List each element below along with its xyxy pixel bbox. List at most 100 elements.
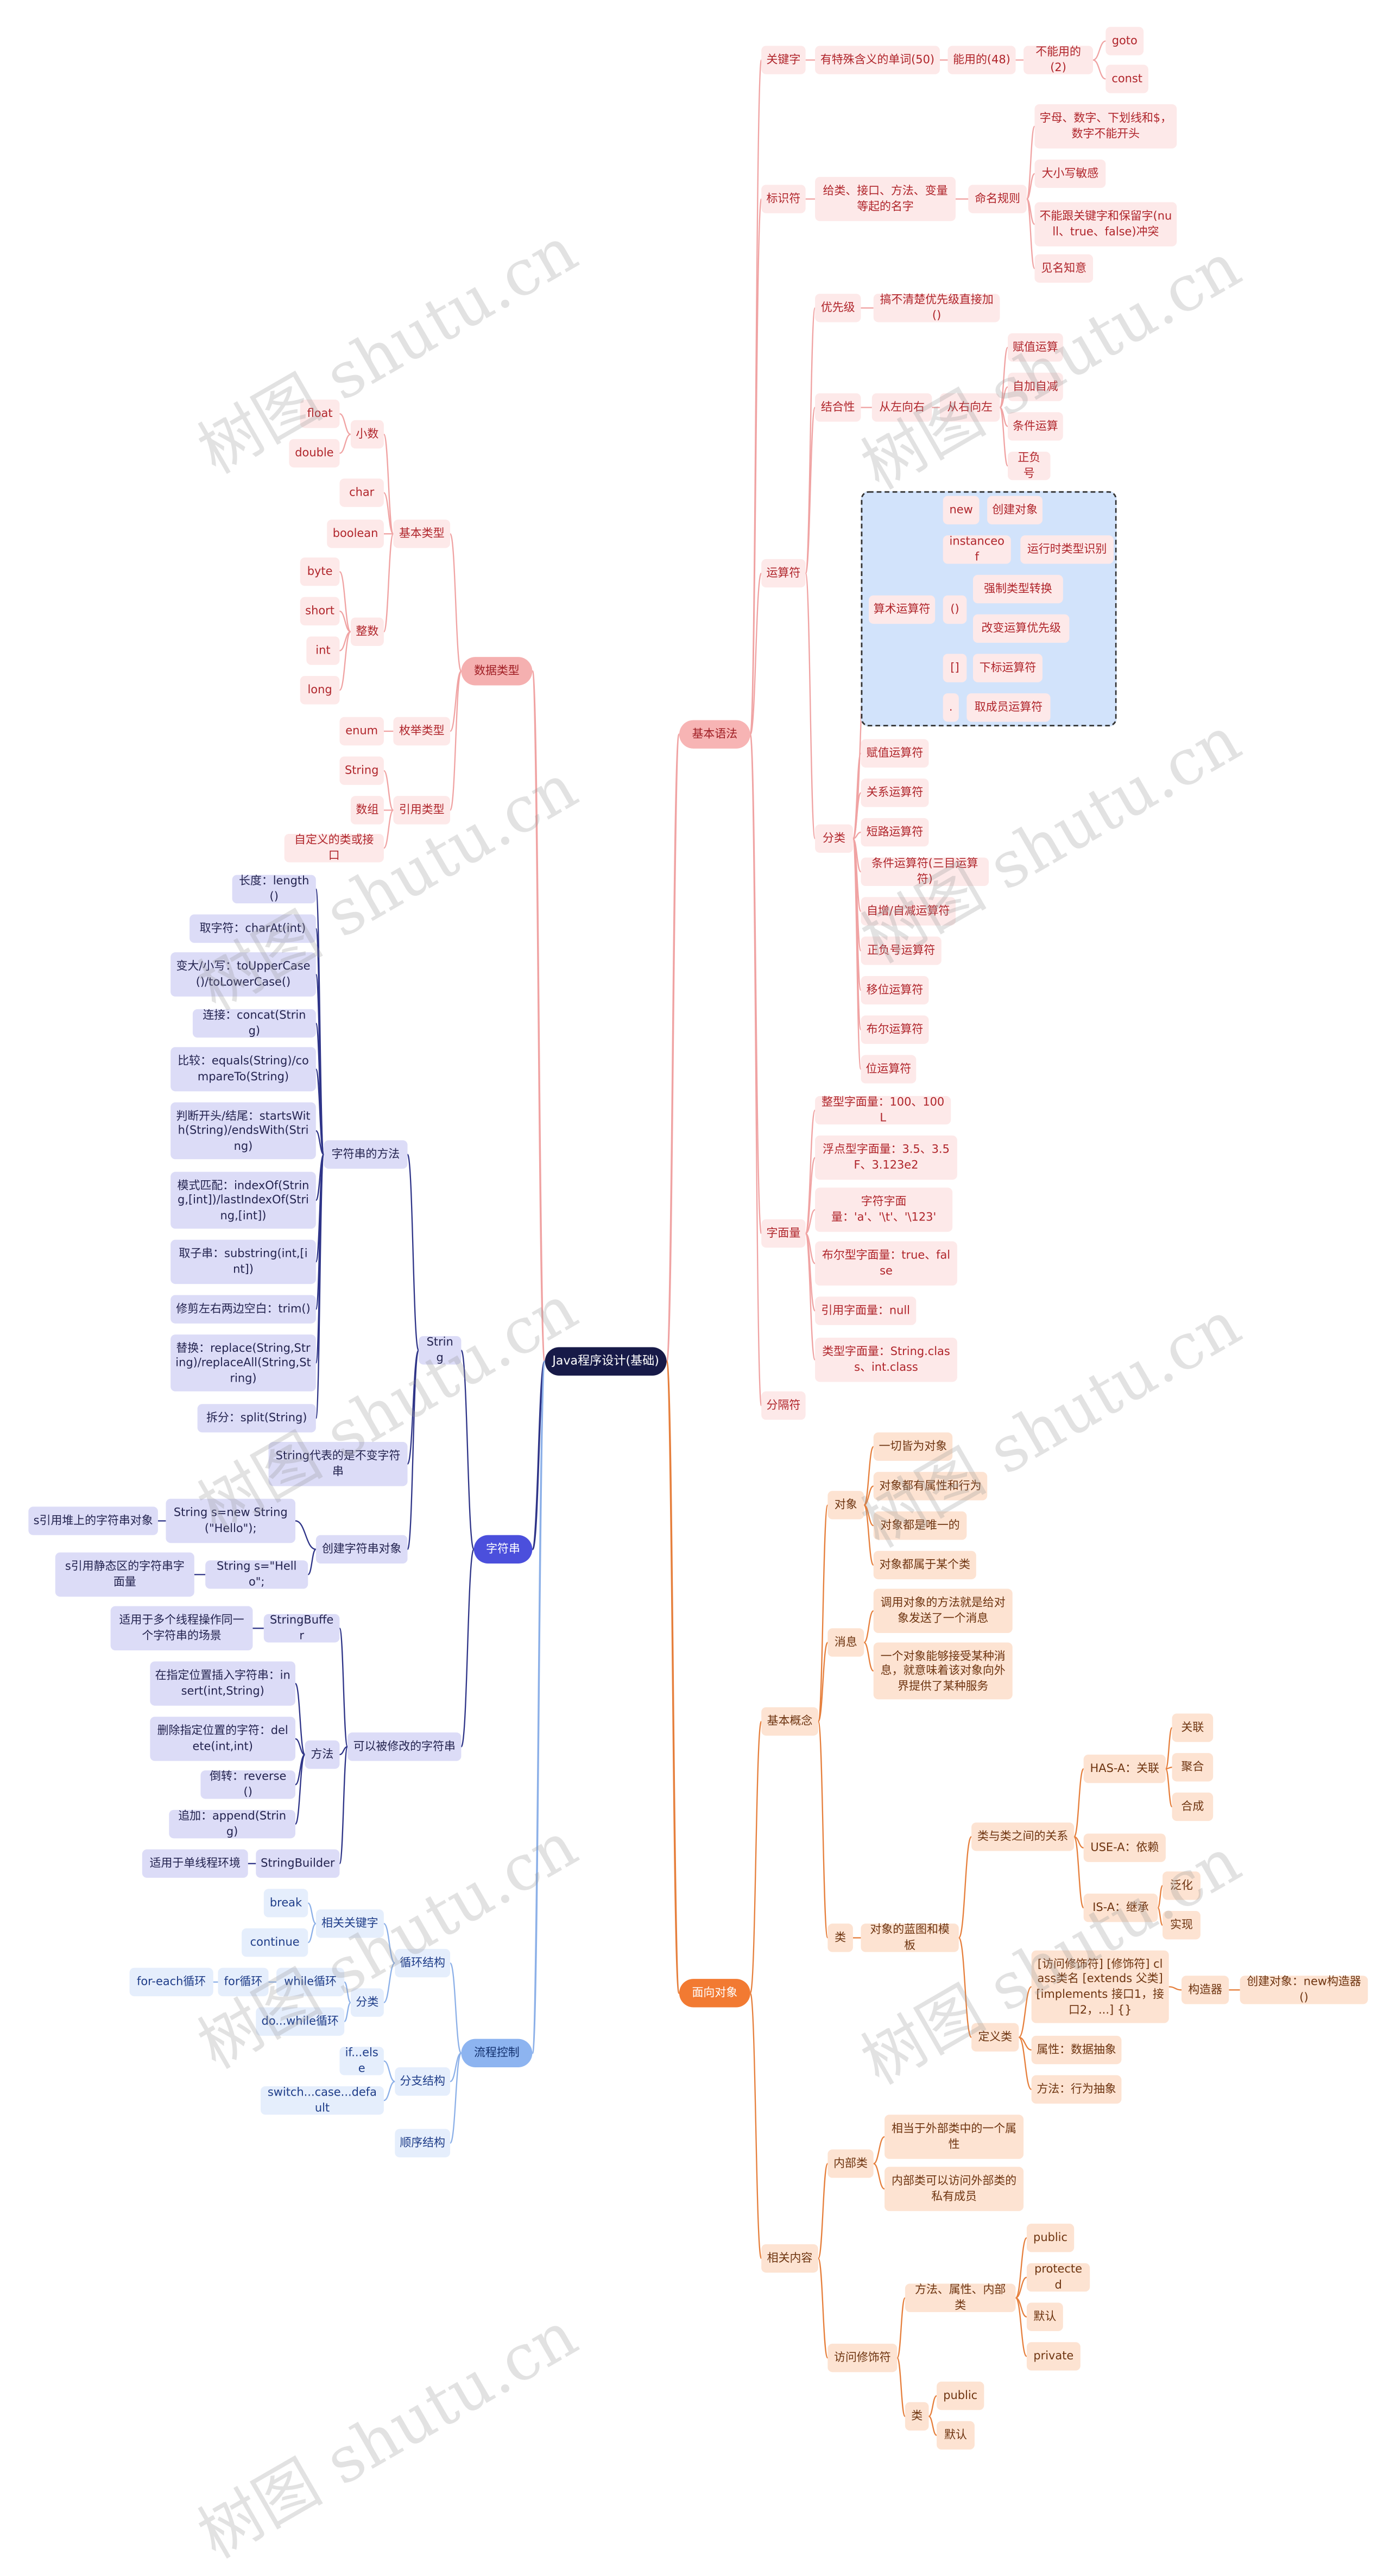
node-basic-op5[interactable]: 自增/自减运算符 [861, 897, 956, 926]
node-str-m4[interactable]: 连接：concat(String) [192, 1008, 316, 1037]
node-oo-message[interactable]: 消息 [827, 1628, 864, 1657]
node-str-m3[interactable]: 变大/小写：toUpperCase()/toLowerCase() [170, 953, 316, 996]
node-str-create[interactable]: 创建字符串对象 [315, 1535, 408, 1564]
node-str-sm1[interactable]: 在指定位置插入字符串：insert(int,String) [150, 1662, 296, 1705]
node-flow-title-topic[interactable]: 流程控制 [461, 2039, 533, 2067]
node-str-c1[interactable]: String s=new String("Hello"); [166, 1499, 296, 1542]
node-basic-title-topic[interactable]: 基本语法 [679, 720, 750, 749]
node-basic-priority[interactable]: 优先级 [815, 294, 861, 322]
node-str-methods[interactable]: 字符串的方法 [324, 1140, 408, 1169]
node-str-sbuffer-desc[interactable]: 适用于多个线程操作同一个字符串的场景 [110, 1606, 253, 1650]
node-basic-lit6[interactable]: 类型字面量：String.class、int.class [815, 1338, 957, 1382]
node-oo-obj1[interactable]: 一切皆为对象 [873, 1433, 953, 1461]
node-oo-msg1[interactable]: 调用对象的方法就是给对象发送了一个消息 [873, 1589, 1013, 1632]
node-oo-class[interactable]: 类 [827, 1923, 853, 1952]
node-str-m11[interactable]: 拆分：split(String) [197, 1404, 316, 1432]
node-oo-attr[interactable]: 属性：数据抽象 [1031, 2036, 1122, 2064]
node-str-sm2[interactable]: 删除指定位置的字符：delete(int,int) [150, 1717, 296, 1761]
node-str-c2-desc[interactable]: s引用静态区的字符串字面量 [55, 1553, 194, 1596]
node-oo-ctor-desc[interactable]: 创建对象：new构造器() [1240, 1975, 1368, 2004]
node-basic-kw-usable[interactable]: 能用的(48) [947, 46, 1016, 74]
node-dt-char[interactable]: char [339, 479, 384, 507]
node-str-sm3[interactable]: 倒转：reverse() [200, 1769, 296, 1799]
node-str-m10[interactable]: 替换：replace(String,String)/replaceAll(Str… [170, 1334, 316, 1393]
node-oo-rel-assoc[interactable]: 关联 [1172, 1713, 1214, 1742]
node-oo-m-protected[interactable]: protected [1026, 2262, 1090, 2292]
node-oo-syntax[interactable]: [访问修饰符] [修饰符] class类名 [extends 父类] [impl… [1031, 1950, 1169, 2024]
node-oo-title-topic[interactable]: 面向对象 [679, 1979, 750, 2007]
node-str-m7[interactable]: 模式匹配：indexOf(String,[int])/lastIndexOf(S… [170, 1171, 316, 1230]
node-flow-continue[interactable]: continue [242, 1928, 308, 1957]
node-str-sbuffer[interactable]: StringBuffer [263, 1613, 340, 1642]
node-basic-separator[interactable]: 分隔符 [761, 1391, 806, 1420]
node-basic-keyword[interactable]: 关键字 [761, 46, 806, 74]
node-str-string[interactable]: String [418, 1335, 462, 1364]
node-oo-isa[interactable]: IS-A：继承 [1083, 1894, 1158, 1922]
node-str-title-topic[interactable]: 字符串 [473, 1535, 533, 1564]
node-str-smethods[interactable]: 方法 [305, 1740, 340, 1769]
node-oo-related[interactable]: 相关内容 [761, 2244, 818, 2273]
node-basic-op7[interactable]: 移位运算符 [861, 976, 929, 1004]
node-oo-concept[interactable]: 基本概念 [761, 1707, 818, 1736]
node-str-sbuilder-desc[interactable]: 适用于单线程环境 [142, 1850, 248, 1878]
node-flow-category[interactable]: 分类 [350, 1989, 384, 2017]
node-basic-operator[interactable]: 运算符 [761, 559, 806, 587]
node-str-sbuilder[interactable]: StringBuilder [256, 1850, 340, 1878]
node-basic-rtl2[interactable]: 自加自减 [1008, 373, 1063, 401]
node-oo-generalize[interactable]: 泛化 [1162, 1871, 1201, 1900]
node-str-sm4[interactable]: 追加：append(String) [169, 1809, 296, 1838]
node-flow-dowhile[interactable]: do...while循环 [256, 2008, 345, 2036]
node-oo-obj4[interactable]: 对象都属于某个类 [873, 1551, 976, 1579]
node-basic-lit4[interactable]: 布尔型字面量：true、false [815, 1242, 957, 1285]
node-basic-op2[interactable]: 关系运算符 [861, 779, 929, 807]
node-basic-rule3[interactable]: 不能跟关键字和保留字(null、true、false)冲突 [1034, 202, 1177, 246]
node-oo-define[interactable]: 定义类 [971, 2023, 1019, 2052]
root-topic[interactable]: Java程序设计(基础) [545, 1347, 667, 1376]
node-str-c2[interactable]: String s="Hello"; [205, 1559, 308, 1589]
node-basic-new[interactable]: new [943, 496, 980, 524]
node-flow-keywords[interactable]: 相关关键字 [315, 1909, 384, 1938]
node-basic-op4[interactable]: 条件运算符(三目运算符) [861, 857, 989, 886]
node-oo-ctor[interactable]: 构造器 [1182, 1976, 1229, 2004]
node-basic-op1[interactable]: 赋值运算符 [861, 739, 929, 768]
node-oo-inner1[interactable]: 相当于外部类中的一个属性 [884, 2115, 1024, 2159]
node-dt-short[interactable]: short [300, 597, 340, 625]
node-dt-int[interactable]: int [306, 636, 340, 665]
node-str-m9[interactable]: 修剪左右两边空白：trim() [170, 1295, 316, 1324]
node-oo-usea[interactable]: USE-A：依赖 [1083, 1834, 1166, 1862]
node-basic-bracket[interactable]: [] [943, 654, 967, 682]
node-str-m2[interactable]: 取字符：charAt(int) [189, 914, 316, 943]
node-basic-bracket-desc[interactable]: 下标运算符 [973, 654, 1043, 682]
node-flow-sequence[interactable]: 顺序结构 [395, 2129, 451, 2157]
node-dt-integer[interactable]: 整数 [350, 618, 384, 646]
node-basic-rule1[interactable]: 字母、数字、下划线和$，数字不能开头 [1034, 105, 1177, 148]
node-dt-primitive[interactable]: 基本类型 [393, 520, 451, 548]
node-str-mutable[interactable]: 可以被修改的字符串 [348, 1732, 462, 1761]
node-basic-lit3[interactable]: 字符字面量：'a'、'\t'、'\123' [815, 1188, 953, 1231]
node-basic-id-desc[interactable]: 给类、接口、方法、变量等起的名字 [815, 177, 956, 221]
node-basic-rtl4[interactable]: 正负号 [1008, 451, 1051, 480]
node-str-m6[interactable]: 判断开头/结尾：startsWith(String)/endsWith(Stri… [170, 1102, 316, 1160]
node-basic-arith[interactable]: 算术运算符 [869, 596, 936, 624]
node-dt-enumtype[interactable]: 枚举类型 [393, 717, 451, 745]
node-basic-op8[interactable]: 布尔运算符 [861, 1016, 929, 1044]
node-basic-naming[interactable]: 命名规则 [968, 185, 1027, 213]
node-basic-const[interactable]: const [1105, 65, 1148, 93]
node-oo-access[interactable]: 访问修饰符 [827, 2344, 898, 2372]
node-oo-rel-comp[interactable]: 合成 [1172, 1793, 1214, 1821]
node-dt-string[interactable]: String [339, 757, 384, 785]
node-dt-enum[interactable]: enum [339, 717, 384, 745]
node-basic-op9[interactable]: 位运算符 [861, 1055, 917, 1084]
node-flow-ifelse[interactable]: if...else [339, 2046, 384, 2075]
node-basic-paren2[interactable]: 改变运算优先级 [973, 615, 1070, 643]
node-oo-rel-aggr[interactable]: 聚合 [1172, 1753, 1214, 1781]
node-str-c1-desc[interactable]: s引用堆上的字符串对象 [28, 1507, 158, 1535]
node-basic-dot[interactable]: . [943, 693, 959, 721]
node-oo-inner[interactable]: 内部类 [827, 2149, 874, 2178]
node-basic-instanceof-desc[interactable]: 运行时类型识别 [1020, 535, 1114, 564]
node-oo-object[interactable]: 对象 [827, 1491, 864, 1519]
node-oo-hasa[interactable]: HAS-A：关联 [1083, 1755, 1166, 1783]
node-basic-rtl[interactable]: 从右向左 [939, 393, 1000, 422]
node-basic-lit2[interactable]: 浮点型字面量：3.5、3.5F、3.123e2 [815, 1136, 957, 1179]
node-flow-while[interactable]: while循环 [276, 1968, 345, 1996]
